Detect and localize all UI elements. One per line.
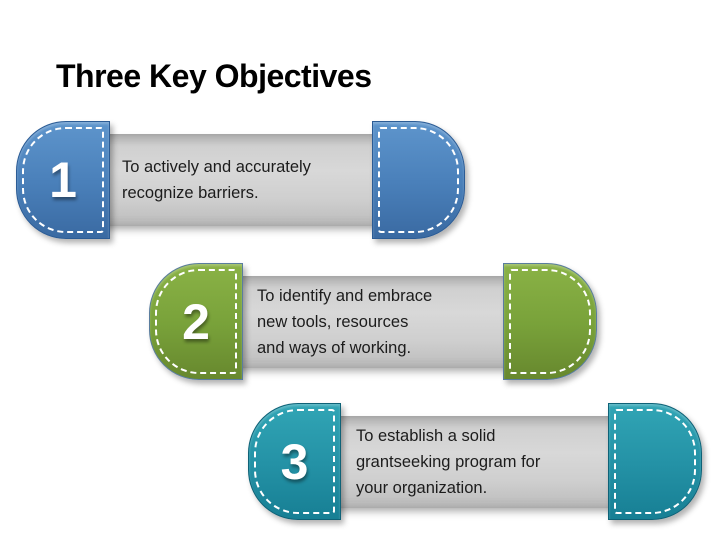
objective-3-text-line: grantseeking program for	[356, 453, 541, 471]
slide-title: Three Key Objectives	[56, 58, 372, 94]
objective-2-text-line: To identify and embrace	[257, 287, 433, 305]
objective-3-end-cap	[608, 403, 702, 520]
objective-3-number-badge: 3	[248, 403, 341, 520]
objective-2-end-cap	[503, 263, 597, 380]
objective-3-ribbon: To establish a solid grantseeking progra…	[305, 416, 650, 508]
objective-3-number: 3	[280, 433, 309, 490]
objective-1-number-badge: 1	[16, 121, 110, 239]
objective-2-ribbon: To identify and embrace new tools, resou…	[205, 276, 550, 368]
objective-1-text-line: To actively and accurately	[122, 158, 311, 176]
objective-1-ribbon: To actively and accurately recognize bar…	[60, 134, 420, 226]
objective-2-number-badge: 2	[149, 263, 243, 380]
objective-1-number: 1	[49, 152, 77, 208]
objective-2-text-line: new tools, resources	[257, 313, 409, 331]
objective-3-text-line: your organization.	[356, 479, 488, 497]
objective-3-text-line: To establish a solid	[356, 427, 496, 445]
objective-2-text-line: and ways of working.	[257, 339, 412, 357]
objective-1-text-line: recognize barriers.	[122, 184, 259, 202]
objective-1-end-cap	[372, 121, 465, 239]
objective-2-number: 2	[182, 293, 210, 350]
